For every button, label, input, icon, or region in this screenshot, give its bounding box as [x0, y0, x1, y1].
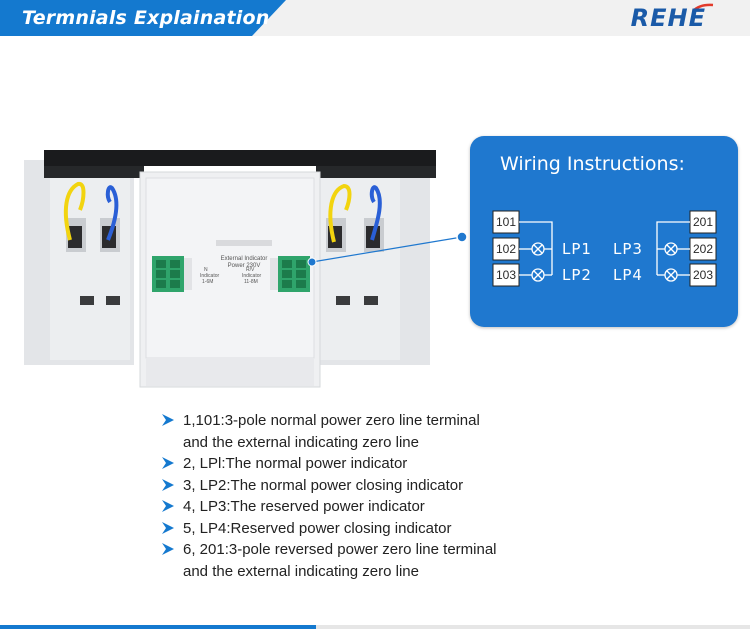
item-5-line-1: 5, LP4:Reserved power closing indicator [183, 519, 452, 537]
label-lp4: LP4 [613, 266, 643, 284]
card-title: Wiring Instructions: [500, 153, 685, 175]
list-item: 5, LP4:Reserved power closing indicator [159, 518, 589, 540]
box-201: 201 [693, 215, 713, 229]
arrow-bullet-icon [162, 521, 174, 534]
right-terminal-group: 201 202 203 LP3 LP4 [613, 210, 717, 287]
item-2-line-1: 2, LPl:The normal power indicator [183, 455, 408, 472]
box-103: 103 [496, 268, 516, 282]
sticker-right-2: Indicator [242, 273, 262, 279]
left-terminal-group: 101 102 103 LP1 LP2 [492, 210, 592, 287]
item-6-line-2: and the external indicating zero line [183, 562, 419, 580]
arrow-bullet-icon [162, 414, 174, 426]
sticker-left-1: N [204, 267, 208, 273]
list-item: 4, LP3:The reserved power indicator [159, 496, 589, 518]
brand-swoosh-icon [692, 3, 714, 12]
sticker-right-1: R/V [246, 267, 255, 273]
header-band [0, 0, 286, 36]
item-1-line-2: and the external indicating zero line [183, 433, 419, 451]
wiring-instructions-card: Wiring Instructions: 101 102 103 [470, 136, 738, 327]
sticker-left-2: Indicator [200, 273, 220, 279]
sticker-left-3: 1-6M [202, 279, 213, 285]
item-6-line-1: 6, 201:3-pole reversed power zero line t… [183, 541, 497, 558]
arrow-bullet-icon [162, 500, 174, 512]
arrow-bullet-icon [162, 543, 174, 555]
sticker-right-3: 11-8M [244, 279, 258, 285]
list-item: 6, 201:3-pole reversed power zero line t… [159, 539, 589, 582]
item-3-line-1: 3, LP2:The normal power closing indicato… [183, 476, 464, 494]
item-1-line-1: 1,101:3-pole normal power zero line term… [183, 412, 480, 429]
box-102: 102 [496, 242, 516, 256]
box-202: 202 [693, 242, 713, 256]
bottom-accent [0, 625, 316, 629]
arrow-bullet-icon [162, 478, 174, 491]
lamp-lp2-icon [531, 268, 545, 282]
sticker-line-2: Power 230V [228, 263, 261, 269]
list-item: 2, LPl:The normal power indicator [159, 453, 589, 475]
sticker-line-1: External Indicator [221, 256, 268, 262]
switch-device-image: External Indicator Power 230V N Indicato… [24, 150, 436, 388]
list-item: 3, LP2:The normal power closing indicato… [159, 475, 589, 497]
arrow-bullet-icon [162, 457, 174, 469]
header-bar: Termnials Explaination REHE [0, 0, 750, 36]
lamp-lp3-icon [664, 242, 678, 256]
box-101: 101 [496, 215, 516, 229]
label-lp3: LP3 [613, 240, 643, 258]
bottom-bar [0, 625, 750, 629]
box-203: 203 [693, 268, 713, 282]
terminal-description-list: 1,101:3-pole normal power zero line term… [159, 410, 589, 582]
label-lp2: LP2 [562, 266, 592, 284]
item-4-line-1: 4, LP3:The reserved power indicator [183, 498, 425, 515]
label-lp1: LP1 [562, 240, 592, 258]
wiring-diagram: 101 102 103 LP1 LP2 [492, 210, 717, 287]
lamp-lp1-icon [531, 242, 545, 256]
page-title: Termnials Explaination [22, 7, 270, 29]
lamp-lp4-icon [664, 268, 678, 282]
list-item: 1,101:3-pole normal power zero line term… [159, 410, 589, 453]
brand-logo: REHE [630, 4, 706, 32]
